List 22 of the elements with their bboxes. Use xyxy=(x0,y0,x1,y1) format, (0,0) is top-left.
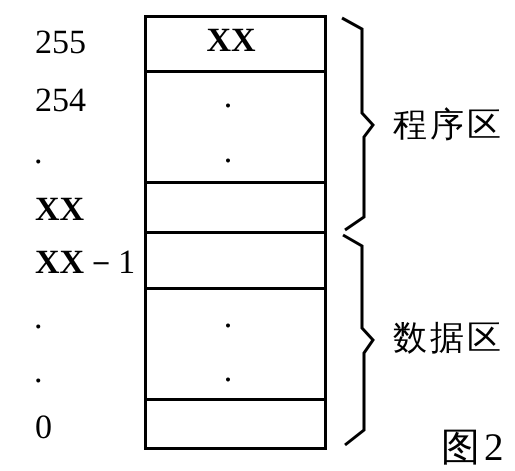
address-label: 0 xyxy=(35,411,52,445)
figure-caption: 图2 xyxy=(441,428,508,466)
address-label: 254 xyxy=(35,84,86,118)
memory-cell xyxy=(144,180,326,230)
address-label: 255 xyxy=(35,26,86,60)
ellipsis-dot: . xyxy=(34,301,42,336)
ellipsis-dot: . xyxy=(224,354,232,388)
ellipsis-dot: . xyxy=(34,355,42,390)
memory-cell xyxy=(144,14,326,70)
cell-value: XX xyxy=(206,24,256,58)
address-label: XX xyxy=(35,193,84,227)
memory-cell xyxy=(144,398,326,450)
region-label: 数据区 xyxy=(393,322,504,356)
address-label: XX－1 xyxy=(35,246,136,280)
ellipsis-dot: . xyxy=(224,135,232,170)
memory-cell xyxy=(144,286,326,398)
region-label: 程序区 xyxy=(393,109,504,143)
memory-cell xyxy=(144,230,326,286)
ellipsis-dot: . xyxy=(34,136,42,170)
memory-cell xyxy=(144,70,326,180)
ellipsis-dot: . xyxy=(224,80,232,114)
ellipsis-dot: . xyxy=(224,300,232,334)
